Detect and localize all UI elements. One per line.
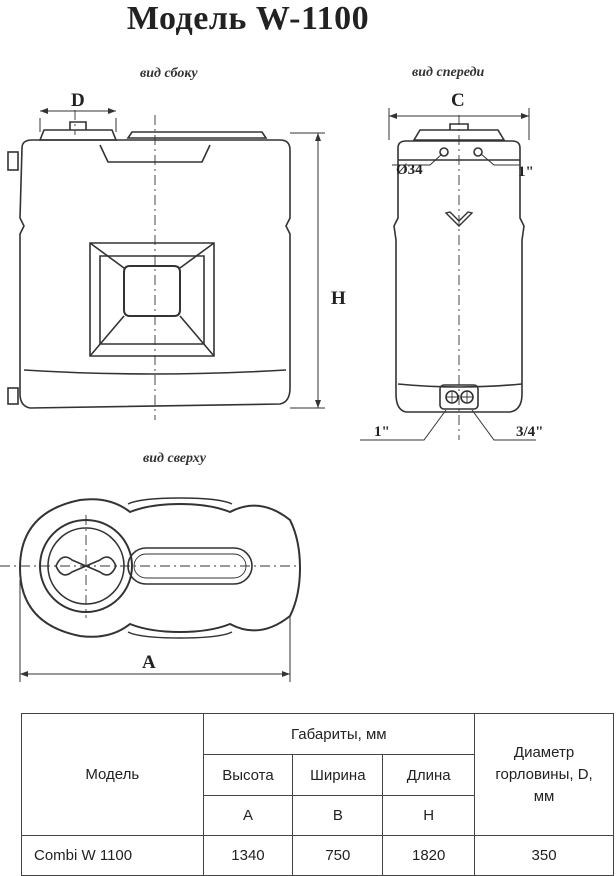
dim-d-label: D [71, 90, 85, 111]
top-view-tank [18, 497, 302, 639]
header-gabarity: Габариты, мм [202, 713, 476, 755]
side-view-tank [7, 121, 291, 409]
letter-h: H [382, 795, 476, 836]
header-diameter: Диаметр горловины, D, мм [474, 713, 614, 836]
side-view-label: вид сбоку [140, 66, 198, 81]
front-view-label: вид спереди [412, 65, 485, 80]
letter-a: A [202, 795, 294, 836]
letter-b: B [292, 795, 384, 836]
header-model: Модель [21, 713, 204, 836]
header-height: Высота [202, 754, 294, 796]
fitting-bottom-right-label: 3/4" [516, 424, 544, 440]
cell-a: 1340 [202, 835, 294, 876]
dim-a-label: A [142, 652, 156, 673]
header-length: Длина [382, 754, 476, 796]
fitting-d34-label: Ø34 [396, 162, 423, 178]
dim-c-label: C [451, 90, 465, 111]
header-width: Ширина [292, 754, 384, 796]
page-title: Модель W-1100 [126, 0, 370, 37]
technical-drawing: вид сбоку вид спереди вид сверху D C H A… [0, 65, 544, 682]
fitting-top-thread-label: 1" [518, 164, 534, 180]
cell-model: Combi W 1100 [21, 835, 204, 876]
table-row: Combi W 1100 1340 750 1820 350 [21, 835, 614, 876]
top-view-label: вид сверху [143, 451, 207, 466]
fitting-bottom-left-label: 1" [374, 424, 390, 440]
cell-b: 750 [292, 835, 384, 876]
cell-h: 1820 [382, 835, 476, 876]
dim-h-label: H [331, 288, 346, 309]
spec-table: Модель Габариты, мм Диаметр горловины, D… [21, 713, 614, 876]
front-view-tank [360, 123, 536, 441]
cell-d: 350 [474, 835, 614, 876]
